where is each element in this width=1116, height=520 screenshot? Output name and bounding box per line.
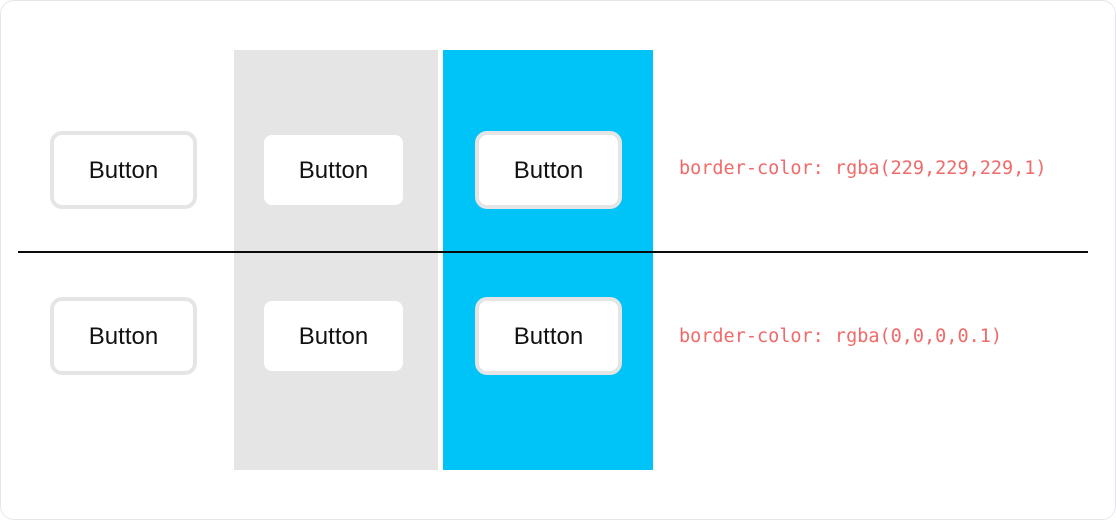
demo-button-row2-on-cyan[interactable]: Button: [475, 297, 622, 375]
gray-background-panel: [234, 50, 438, 470]
demo-button-row1-on-white[interactable]: Button: [50, 131, 197, 209]
divider-line: [18, 250, 1088, 253]
border-color-annotation-row1: border-color: rgba(229,229,229,1): [679, 158, 1047, 179]
demo-button-row1-on-gray[interactable]: Button: [260, 131, 407, 209]
border-color-annotation-row2: border-color: rgba(0,0,0,0.1): [679, 326, 1003, 347]
demo-button-row2-on-white[interactable]: Button: [50, 297, 197, 375]
demo-button-row2-on-gray[interactable]: Button: [260, 297, 407, 375]
demo-button-row1-on-cyan[interactable]: Button: [475, 131, 622, 209]
cyan-background-panel: [443, 50, 653, 470]
